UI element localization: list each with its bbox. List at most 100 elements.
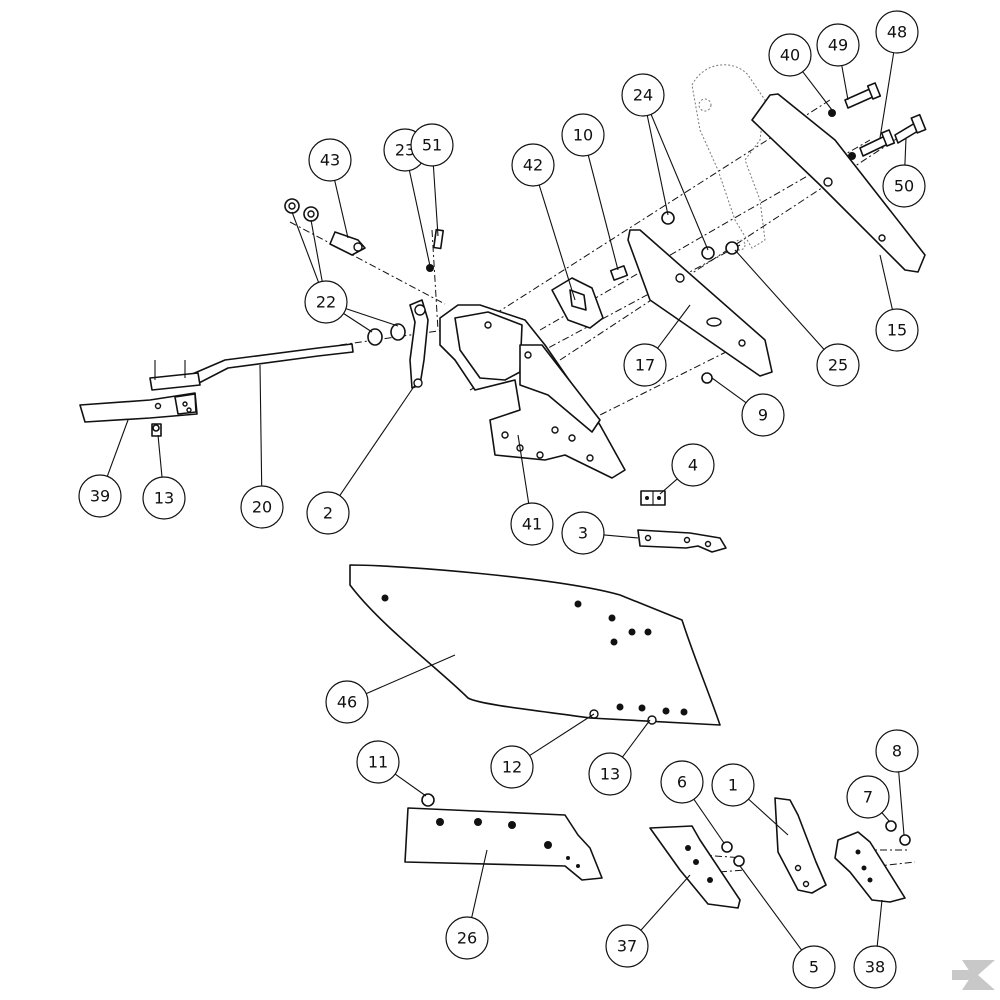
callout-1: 1 bbox=[711, 763, 755, 807]
part-38-wing-plate bbox=[834, 831, 906, 903]
callout-number: 7 bbox=[863, 788, 873, 807]
callout-number: 12 bbox=[502, 758, 522, 777]
callout-bubble bbox=[561, 511, 605, 555]
callout-6: 6 bbox=[660, 760, 704, 804]
callout-number: 46 bbox=[337, 693, 357, 712]
bolts-7-8 bbox=[885, 820, 911, 846]
callout-bubble bbox=[792, 945, 836, 989]
leader-line-22 bbox=[291, 211, 320, 283]
callout-number: 23 bbox=[395, 141, 415, 160]
callout-bubble bbox=[882, 164, 926, 208]
leader-line-39 bbox=[106, 419, 129, 477]
frame-outline-ghost bbox=[691, 64, 766, 251]
callout-48: 48 bbox=[875, 10, 919, 54]
callout-number: 2 bbox=[323, 504, 333, 523]
part-3-strip bbox=[637, 529, 727, 553]
callout-number: 11 bbox=[368, 753, 388, 772]
callout-number: 24 bbox=[633, 86, 653, 105]
callout-number: 40 bbox=[780, 46, 800, 65]
leader-line-20 bbox=[259, 364, 263, 487]
callout-number: 5 bbox=[809, 958, 819, 977]
leader-line-1 bbox=[748, 798, 789, 836]
callout-number: 50 bbox=[894, 177, 914, 196]
callout-12: 12 bbox=[490, 745, 534, 789]
kramp-k-logo-icon bbox=[952, 960, 995, 990]
leader-line-22 bbox=[345, 308, 399, 327]
callout-number: 48 bbox=[887, 23, 907, 42]
callout-number: 10 bbox=[573, 126, 593, 145]
callout-bubble bbox=[304, 280, 348, 324]
callout-7: 7 bbox=[846, 775, 890, 819]
pin-51-and-washer-23 bbox=[426, 228, 445, 272]
leader-line-51 bbox=[432, 165, 439, 237]
callout-bubble bbox=[142, 476, 186, 520]
callout-number: 49 bbox=[828, 36, 848, 55]
callout-10: 10 bbox=[561, 113, 605, 157]
leader-line-4 bbox=[659, 478, 678, 495]
callout-bubble bbox=[240, 485, 284, 529]
leader-line-38 bbox=[876, 899, 883, 947]
callout-2: 2 bbox=[306, 491, 350, 535]
leader-line-9 bbox=[711, 377, 747, 404]
leader-line-22 bbox=[343, 313, 373, 333]
callout-46: 46 bbox=[325, 680, 369, 724]
callout-bubble bbox=[846, 775, 890, 819]
bolt-10 bbox=[609, 265, 629, 281]
callout-bubble bbox=[621, 73, 665, 117]
callout-bubble bbox=[308, 138, 352, 182]
leader-line-26 bbox=[471, 849, 488, 918]
callout-number: 1 bbox=[728, 776, 738, 795]
nuts-24-25 bbox=[661, 211, 739, 384]
leader-line-25 bbox=[734, 249, 825, 350]
leader-line-13a bbox=[157, 434, 163, 478]
part-4-clip bbox=[640, 490, 666, 506]
leader-line-42 bbox=[538, 184, 576, 301]
callout-number: 13 bbox=[154, 489, 174, 508]
callout-4: 4 bbox=[671, 443, 715, 487]
part-15-landside-plate bbox=[751, 93, 926, 273]
leader-line-49 bbox=[841, 65, 849, 101]
callout-38: 38 bbox=[853, 945, 897, 989]
callout-bubble bbox=[561, 113, 605, 157]
callout-bubble bbox=[768, 33, 812, 77]
leader-line-7 bbox=[881, 812, 891, 823]
part-26-share bbox=[404, 793, 603, 881]
callout-number: 3 bbox=[578, 524, 588, 543]
callout-bubble bbox=[325, 680, 369, 724]
callout-40: 40 bbox=[768, 33, 812, 77]
callout-bubble bbox=[605, 924, 649, 968]
callout-bubble bbox=[853, 945, 897, 989]
callout-bubble bbox=[711, 763, 755, 807]
callout-number: 39 bbox=[90, 487, 110, 506]
leader-line-17 bbox=[657, 304, 691, 349]
callout-bubble bbox=[875, 308, 919, 352]
leader-line-23 bbox=[408, 170, 431, 267]
part-46-mouldboard bbox=[349, 564, 721, 726]
callout-number: 38 bbox=[865, 958, 885, 977]
callout-15: 15 bbox=[875, 308, 919, 352]
callout-bubble bbox=[741, 393, 785, 437]
part-42-bracket bbox=[551, 277, 604, 329]
callout-bubble bbox=[660, 760, 704, 804]
leader-line-41 bbox=[517, 434, 530, 504]
leader-line-13b bbox=[622, 719, 651, 758]
callout-number: 20 bbox=[252, 498, 272, 517]
callout-bubble bbox=[511, 143, 555, 187]
part-43-eye-bolt bbox=[329, 231, 366, 256]
callout-number: 6 bbox=[677, 773, 687, 792]
callout-bubble bbox=[510, 502, 554, 546]
callout-bubble bbox=[410, 123, 454, 167]
callout-bubble bbox=[671, 443, 715, 487]
callout-leaders bbox=[106, 52, 907, 951]
leader-line-15 bbox=[879, 254, 893, 310]
part-39-arm bbox=[79, 392, 198, 423]
callout-50: 50 bbox=[882, 164, 926, 208]
callout-bubble bbox=[875, 10, 919, 54]
callout-number: 42 bbox=[523, 156, 543, 175]
callout-8: 8 bbox=[875, 729, 919, 773]
part-37-point bbox=[649, 825, 741, 909]
callout-bubble bbox=[306, 491, 350, 535]
leader-line-3 bbox=[603, 534, 639, 539]
